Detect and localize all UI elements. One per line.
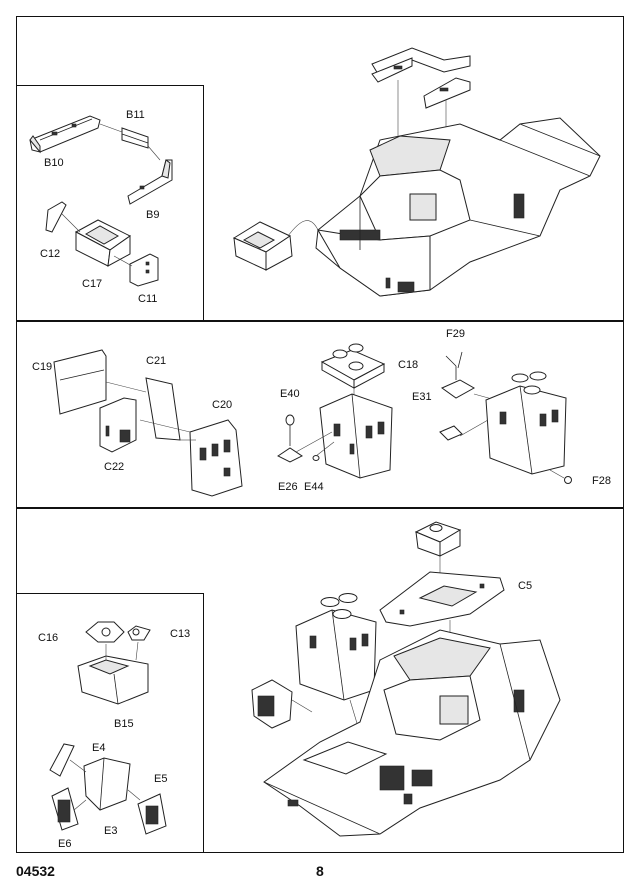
label-e40: E40 [280,388,300,400]
tower-cap-part-drawing [320,343,386,389]
label-c12: C12 [40,248,60,260]
label-e26: E26 [278,481,298,493]
label-e6: E6 [58,838,71,850]
label-e5: E5 [154,773,167,785]
part-c19-drawing [53,349,107,415]
part-c21-drawing [145,377,181,441]
part-b10-drawing [29,115,101,154]
label-b11: B11 [126,109,145,121]
part-b15-drawing [77,655,149,705]
part-c5-drawing [379,571,505,627]
label-c19: C19 [32,361,52,373]
part-b9-drawing [127,159,173,205]
part-f28-drawing [564,476,572,484]
label-e31: E31 [412,391,432,403]
part-e31-drawing [440,379,476,399]
part-c22-drawing [99,397,137,453]
label-b15: B15 [114,718,134,730]
label-c20: C20 [212,399,232,411]
part-c20-drawing [189,419,243,497]
label-b9: B9 [146,209,159,221]
part-e40-drawing [285,414,295,446]
part-e6-drawing [51,787,79,831]
part-c11-drawing [129,253,159,287]
part-c13-drawing [127,625,151,641]
part-f29-drawing [445,351,463,380]
label-c5: C5 [518,580,532,592]
step-1-subassembly-inset [16,85,204,321]
part-c16-drawing [85,621,125,643]
part-c18-drawing [439,425,463,441]
top-cap-part-drawing [414,521,462,557]
mast-frame-part-drawing [371,47,471,109]
part-c17-drawing [74,219,131,267]
part-e5-drawing [137,793,167,835]
part-e26-drawing [277,447,303,463]
e3-assembly-drawing [251,679,293,729]
tower-assembly-drawing [295,593,377,701]
label-c16: C16 [38,632,58,644]
page-number: 8 [316,863,324,879]
label-c22: C22 [104,461,124,473]
label-e44: E44 [304,481,324,493]
part-e3-drawing [83,757,131,811]
part-e44-drawing [312,455,320,461]
label-f28: F28 [592,475,611,487]
superstructure-hull-drawing [315,117,601,297]
catalog-number: 04532 [16,863,55,879]
label-c17: C17 [82,278,102,290]
part-b11-drawing [121,127,149,149]
tower-body-drawing [319,393,393,479]
label-e3: E3 [104,825,117,837]
part-e4-drawing [49,743,75,777]
label-c11: C11 [138,293,157,305]
part-c17-assembly-drawing [232,221,293,271]
label-c21: C21 [146,355,166,367]
label-f29: F29 [446,328,465,340]
part-c12-drawing [45,201,67,233]
label-b10: B10 [44,157,64,169]
label-c13: C13 [170,628,190,640]
assembled-tower-drawing [485,371,567,475]
label-e4: E4 [92,742,105,754]
label-c18: C18 [398,359,418,371]
superstructure-final-drawing [263,629,561,837]
